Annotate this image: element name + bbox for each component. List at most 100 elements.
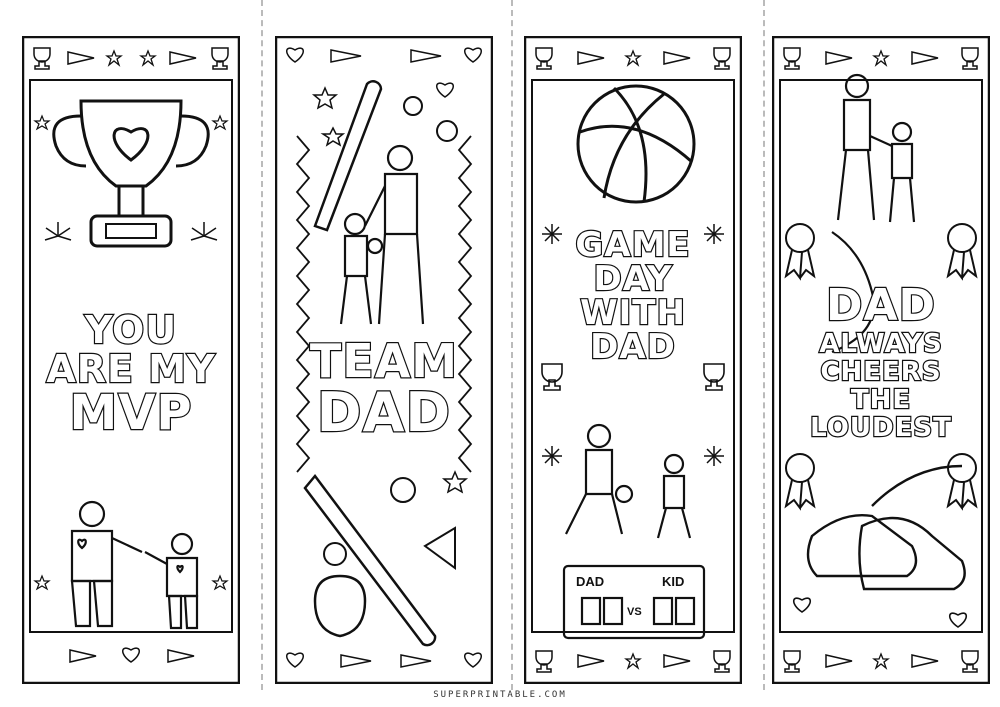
pennant-icon [577, 51, 605, 65]
fireworks-icon [704, 224, 724, 244]
bookmark-team-dad: TEAM DAD [275, 36, 493, 684]
star-icon [441, 470, 469, 494]
star-icon [311, 86, 339, 110]
trophy-icon [783, 650, 801, 673]
baseball-icon [403, 96, 423, 116]
site-credit: SUPERPRINTABLE.COM [433, 690, 567, 700]
ribbon-award-icon [946, 453, 978, 511]
trophy-icon [713, 650, 731, 673]
heart-icon [122, 647, 140, 663]
pennant-icon [577, 654, 605, 668]
scoreboard-dad-label: DAD [576, 574, 605, 589]
pennant-icon [663, 654, 691, 668]
trophy-icon [211, 47, 229, 70]
scoreboard-icon [562, 564, 706, 640]
father-son-illustration [565, 423, 692, 539]
bookmark-frame [275, 36, 493, 684]
bookmark-mvp: YOU ARE MY MVP [22, 36, 240, 684]
father-son-illustration [831, 73, 916, 354]
bookmark-headline: GAME DAY WITH DAD [524, 225, 742, 367]
headline-line: DAD [589, 327, 676, 367]
pennant-icon [825, 51, 853, 65]
heart-icon [464, 652, 482, 668]
bookmark-frame [772, 36, 990, 684]
trophy-icon [33, 47, 51, 70]
heart-icon [436, 82, 454, 98]
headline-line: DAD [825, 280, 937, 331]
trophy-icon [961, 650, 979, 673]
pennant-icon [69, 649, 97, 663]
star-icon [872, 49, 890, 67]
baseball-icon [390, 477, 416, 503]
baseball-icon [323, 542, 347, 566]
bookmark-headline: YOU ARE MY MVP [22, 308, 240, 441]
ribbon-award-icon [946, 223, 978, 281]
star-icon [33, 114, 229, 591]
trophy-icon [961, 47, 979, 70]
trophy-icon [713, 47, 731, 70]
headline-line: CHEERS [819, 356, 942, 387]
pennant-icon [423, 526, 456, 570]
ribbon-award-icon [784, 223, 816, 281]
baseball-bat-icon [303, 473, 437, 647]
scoreboard-versus-label: VS [627, 606, 642, 618]
bookmark-game-day: GAME DAY WITH DAD DAD KID VS [524, 36, 742, 684]
headline-line: LOUDEST [809, 412, 952, 443]
heart-icon [464, 47, 482, 63]
father-son-illustration [339, 144, 425, 325]
bookmark-frame [524, 36, 742, 684]
star-icon [320, 126, 346, 147]
pennant-icon [825, 654, 853, 668]
trophy-icon [703, 363, 725, 391]
heart-icon [112, 127, 150, 162]
trophy-icon [535, 650, 553, 673]
fireworks-icon [542, 224, 562, 244]
headline-line: DAY [592, 259, 673, 299]
scoreboard-kid-label: KID [662, 574, 685, 589]
pennant-icon [663, 51, 691, 65]
pennant-icon [911, 654, 939, 668]
headline-line: MVP [68, 384, 193, 441]
trophy-icon [52, 99, 210, 248]
pennant-icon [400, 654, 432, 668]
star-icon [624, 652, 642, 670]
bookmark-headline: DAD ALWAYS CHEERS THE LOUDEST [772, 280, 990, 443]
trophy-icon [541, 363, 563, 391]
heart-icon [286, 652, 304, 668]
zigzag-border [457, 135, 473, 473]
baseball-glove-icon [313, 574, 367, 638]
headline-line: ALWAYS [818, 328, 943, 359]
trophy-icon [535, 47, 553, 70]
pennant-icon [911, 51, 939, 65]
ribbon-award-icon [784, 453, 816, 511]
bookmark-headline: TEAM DAD [275, 336, 493, 444]
star-icon [624, 49, 642, 67]
fireworks-icon [704, 446, 724, 466]
headline-line: THE [850, 384, 912, 415]
pennant-icon [330, 49, 362, 63]
pennant-icon [410, 49, 442, 63]
heart-icon [792, 597, 812, 613]
headline-line: DAD [316, 380, 452, 444]
pennant-icon [169, 51, 197, 65]
baseball-bat-icon [313, 80, 383, 232]
sneakers-icon [806, 464, 966, 591]
star-icon [105, 49, 123, 67]
baseball-icon [436, 120, 458, 142]
star-icon [872, 652, 890, 670]
headline-line: WITH [579, 293, 686, 333]
star-icon [139, 49, 157, 67]
bookmark-frame [22, 36, 240, 684]
headline-line: ARE MY [45, 346, 216, 391]
headline-line: GAME [574, 225, 691, 265]
fireworks-icon [190, 222, 218, 241]
cut-line [511, 0, 513, 690]
heart-icon [286, 47, 304, 63]
zigzag-border [295, 135, 311, 473]
headline-line: YOU [84, 308, 178, 352]
father-son-illustration [70, 500, 199, 630]
fireworks-icon [542, 446, 562, 466]
pennant-icon [67, 51, 95, 65]
bookmark-dad-cheers: DAD ALWAYS CHEERS THE LOUDEST [772, 36, 990, 684]
